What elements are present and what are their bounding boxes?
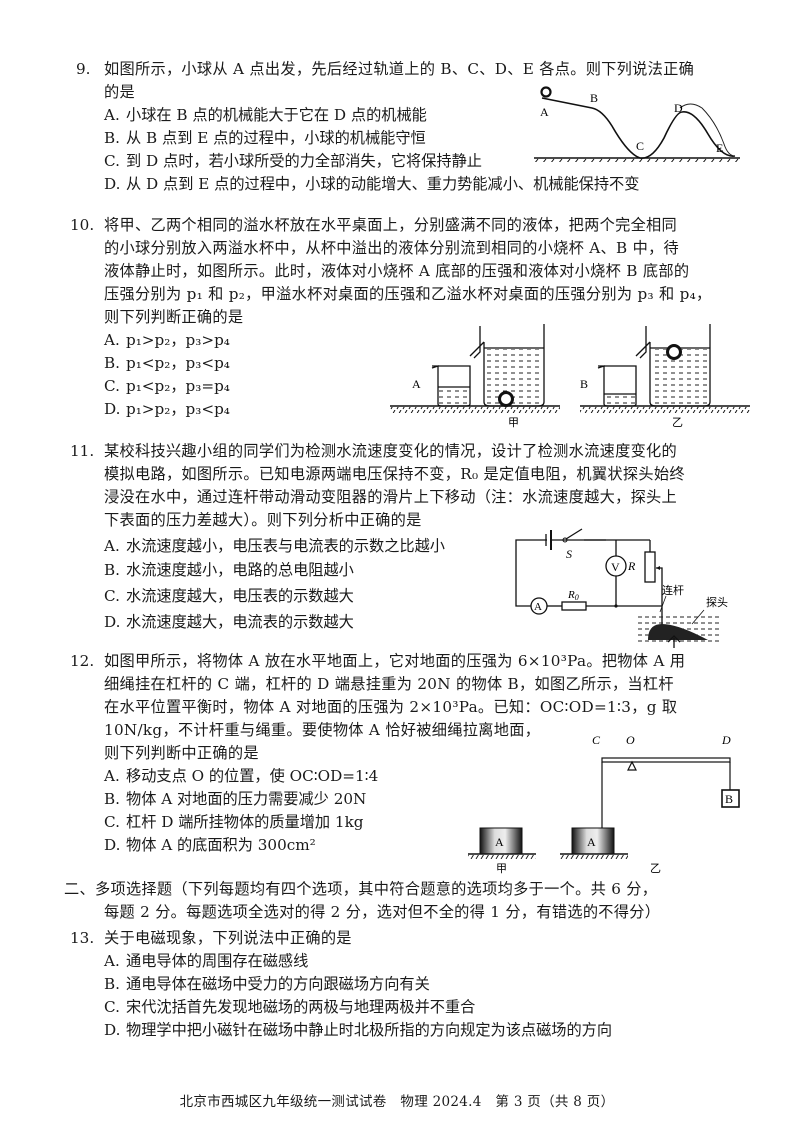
q11-number: 11. <box>70 442 95 460</box>
svg-text:D: D <box>674 101 683 115</box>
section2-header-line2: 每题 2 分。每题选项全选对的得 2 分，选对但不全的得 1 分，有错选的不得分… <box>104 903 661 921</box>
q11-circuit-figure: S V R A R0 连杆 探头 <box>515 528 728 648</box>
q12-stem-line: 如图甲所示，将物体 A 放在水平地面上，它对地面的压强为 6×10³Pa。把物体… <box>104 652 686 670</box>
q12-lever-figure: C O D B A 甲 A 乙 <box>468 733 740 874</box>
q12-option-c: C.杠杆 D 端所挂物体的质量增加 1kg <box>104 813 364 831</box>
q10-stem-line: 液体静止时，如图所示。此时，液体对小烧杯 A 底部的压强和液体对小烧杯 B 底部… <box>104 262 690 280</box>
q12-stem-line: 细绳挂在杠杆的 C 端，杠杆的 D 端悬挂重为 20N 的物体 B，如图乙所示，… <box>104 675 674 693</box>
svg-text:C: C <box>592 733 601 747</box>
q13-option-a: A.通电导体的周围存在磁感线 <box>104 952 309 970</box>
svg-text:R: R <box>627 559 636 573</box>
svg-text:连杆: 连杆 <box>662 583 684 597</box>
q10-option-d: D.p₁>p₂，p₃<p₄ <box>104 400 230 418</box>
q9-stem-line1: 如图所示，小球从 A 点出发，先后经过轨道上的 B、C、D、E 各点。则下列说法… <box>104 60 695 78</box>
q11-stem-line: 浸没在水中，通过连杆带动滑动变阻器的滑片上下移动（注：水流速度越大，探头上 <box>104 488 678 506</box>
lever-icon <box>601 757 731 763</box>
svg-text:R0: R0 <box>567 589 579 602</box>
q10-stem-line: 的小球分别放入两溢水杯中，从杯中溢出的液体分别流到相同的小烧杯 A、B 中，待 <box>104 239 680 257</box>
svg-text:探头: 探头 <box>706 596 728 609</box>
q11-option-b: B.水流速度越小，电路的总电阻越小 <box>104 561 354 579</box>
svg-text:V: V <box>611 560 620 574</box>
svg-text:E: E <box>716 141 723 155</box>
q10-stem-line: 则下列判断正确的是 <box>104 308 244 326</box>
svg-text:A: A <box>587 835 596 849</box>
q10-option-b: B.p₁<p₂，p₃<p₄ <box>104 354 230 372</box>
svg-text:S: S <box>566 547 572 561</box>
svg-text:乙: 乙 <box>650 862 661 874</box>
svg-text:甲: 甲 <box>496 863 507 874</box>
q11-stem-line: 某校科技兴趣小组的同学们为检测水流速度变化的情况，设计了检测水流速度变化的 <box>104 442 678 460</box>
q10-option-c: C.p₁<p₂，p₃=p₄ <box>104 377 230 395</box>
q11-stem-line: 下表面的压力差越大）。则下列分析中正确的是 <box>104 511 422 529</box>
q10-stem-line: 将甲、乙两个相同的溢水杯放在水平桌面上，分别盛满不同的液体，把两个完全相同 <box>104 216 678 234</box>
svg-text:O: O <box>626 733 635 747</box>
svg-text:D: D <box>721 733 731 747</box>
q9-stem-line2: 的是 <box>104 83 135 101</box>
svg-text:A: A <box>540 105 549 119</box>
q13-option-c: C.宋代沈括首先发现地磁场的两极与地理两极并不重合 <box>104 998 476 1016</box>
svg-text:B: B <box>725 792 733 806</box>
q12-option-a: A.移动支点 O 的位置，使 OC∶OD=1∶4 <box>104 767 379 785</box>
q12-option-b: B.物体 A 对地面的压力需要减少 20N <box>104 790 367 808</box>
q10-stem-line: 压强分别为 p₁ 和 p₂，甲溢水杯对桌面的压强和乙溢水杯对桌面的压强分别为 p… <box>104 285 712 303</box>
q13-option-d: D.物理学中把小磁针在磁场中静止时北极所指的方向规定为该点磁场的方向 <box>104 1021 612 1039</box>
svg-text:C: C <box>636 139 644 153</box>
q12-number: 12. <box>70 652 95 670</box>
q9-option-d: D.从 D 点到 E 点的过程中，小球的动能增大、重力势能减小、机械能保持不变 <box>104 175 640 193</box>
ball-icon <box>540 86 552 98</box>
svg-text:乙: 乙 <box>672 416 683 429</box>
q11-option-a: A.水流速度越小，电压表与电流表的示数之比越小 <box>104 537 445 555</box>
q13-number: 13. <box>70 929 95 947</box>
svg-text:A: A <box>412 377 421 391</box>
page-footer: 北京市西城区九年级统一测试试卷 物理 2024.4 第 3 页（共 8 页） <box>179 1094 615 1110</box>
q12-option-d: D.物体 A 的底面积为 300cm² <box>104 836 316 854</box>
svg-text:B: B <box>590 91 598 105</box>
q10-option-a: A.p₁>p₂，p₃>p₄ <box>104 331 230 349</box>
q11-option-d: D.水流速度越大，电流表的示数越大 <box>104 613 354 631</box>
q9-option-b: B.从 B 点到 E 点的过程中，小球的机械能守恒 <box>104 129 426 147</box>
q10-overflow-cups-figure: A 甲 B 乙 <box>390 324 750 429</box>
probe-icon <box>648 624 708 640</box>
svg-text:甲: 甲 <box>508 417 519 429</box>
svg-text:A: A <box>495 835 504 849</box>
q12-stem-line: 10N/kg，不计杆重与绳重。要使物体 A 恰好被细绳拉离地面， <box>104 721 541 739</box>
q9-option-c: C.到 D 点时，若小球所受的力全部消失，它将保持静止 <box>104 152 482 170</box>
svg-text:A: A <box>534 601 542 613</box>
q9-track-figure: A B C D E <box>534 86 740 162</box>
q13-option-b: B.通电导体在磁场中受力的方向跟磁场方向有关 <box>104 975 430 993</box>
fulcrum-icon <box>627 760 637 771</box>
resistor-icon <box>561 601 587 611</box>
q12-stem-line: 则下列判断中正确的是 <box>104 744 259 762</box>
rheostat-icon <box>644 551 656 583</box>
q11-stem-line: 模拟电路，如图所示。已知电源两端电压保持不变，R₀ 是定值电阻，机翼状探头始终 <box>104 465 685 483</box>
q9-option-a: A.小球在 B 点的机械能大于它在 D 点的机械能 <box>104 106 427 124</box>
q10-number: 10. <box>70 216 95 234</box>
q9-number: 9. <box>76 60 91 78</box>
section2-header-line1: 二、多项选择题（下列每题均有四个选项，其中符合题意的选项均多于一个。共 6 分， <box>64 880 658 898</box>
switch-icon <box>562 537 568 543</box>
q13-stem: 关于电磁现象，下列说法中正确的是 <box>104 929 352 947</box>
q12-stem-line: 在水平位置平衡时，物体 A 对地面的压强为 2×10³Pa。已知：OC∶OD=1… <box>104 698 678 716</box>
svg-text:B: B <box>580 377 588 391</box>
q11-option-c: C.水流速度越大，电压表的示数越大 <box>104 587 354 605</box>
